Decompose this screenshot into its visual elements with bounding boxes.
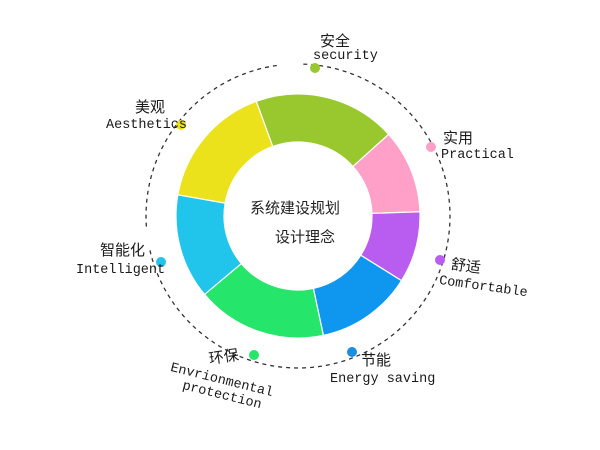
label-environmental-zh: 环保	[207, 345, 240, 368]
orbit-dot-energy-saving	[347, 347, 357, 357]
label-security-en: security	[313, 49, 378, 64]
label-comfortable-zh: 舒适	[449, 255, 483, 278]
center-subtitle: 设计理念	[275, 228, 336, 246]
label-aesthetics-en: Aesthetics	[106, 118, 188, 133]
label-practical-en: Practical	[441, 148, 514, 163]
label-intelligent-zh: 智能化	[100, 241, 146, 259]
orbit-dot-intelligent	[156, 257, 166, 267]
orbit-dot-aesthetics	[176, 120, 186, 130]
orbit-dot-security	[310, 63, 320, 73]
label-intelligent-en: Intelligent	[76, 263, 166, 278]
label-practical-zh: 实用	[443, 129, 474, 147]
ring-segment-aesthetics	[177, 100, 274, 204]
orbit-dot-environmental	[249, 350, 259, 360]
label-security-zh: 安全	[320, 32, 351, 50]
center-title: 系统建设规划	[250, 199, 341, 217]
label-energy-saving-zh: 节能	[361, 351, 392, 369]
orbit-dot-practical	[426, 142, 436, 152]
label-aesthetics-zh: 美观	[135, 98, 166, 116]
dashed-orbit-0	[148, 63, 451, 369]
label-energy-saving-en: Energy saving	[330, 372, 436, 387]
orbit-dot-comfortable	[435, 255, 445, 265]
